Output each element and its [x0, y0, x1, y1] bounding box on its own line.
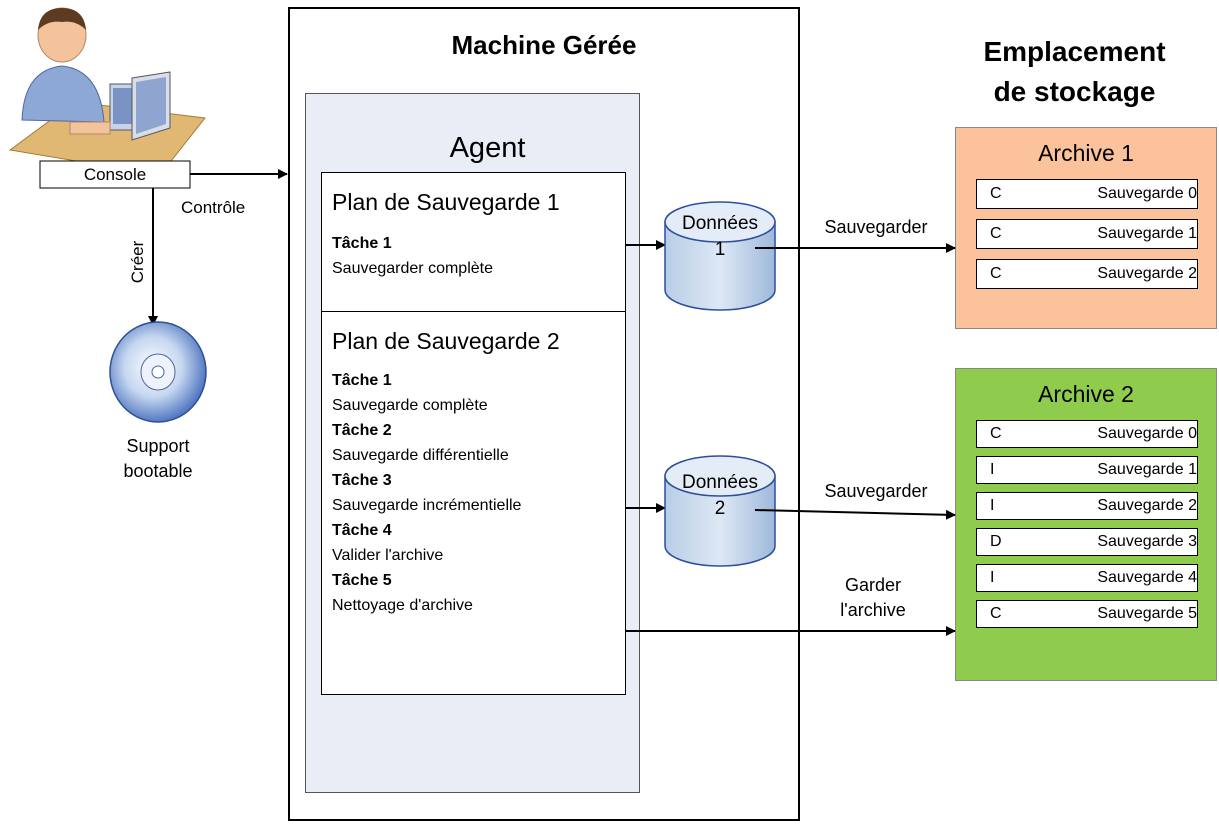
backup-type: I — [990, 497, 995, 514]
agent-label: Agent — [449, 132, 526, 164]
create-label: Créer — [128, 240, 147, 283]
data-1-line-1: Données — [682, 213, 758, 234]
console-label: Console — [84, 165, 146, 184]
archive-2-backup-5: C Sauvegarde 5 — [976, 600, 1198, 628]
plan-2-task-2-name: Tâche 2 — [332, 422, 392, 439]
backup-type: C — [990, 265, 1002, 282]
plan-2-task-4-desc: Valider l'archive — [332, 547, 444, 564]
backup-type: C — [990, 425, 1002, 442]
plan-2-task-3-name: Tâche 3 — [332, 472, 392, 489]
backup-2-arrow — [754, 509, 956, 520]
backup-type: I — [990, 461, 995, 478]
backup-2-label: Sauvegarder — [824, 481, 927, 501]
archive-2-backup-1: I Sauvegarde 1 — [976, 456, 1198, 484]
plan-2-task-1-name: Tâche 1 — [332, 372, 392, 389]
data-2-line-1: Données — [682, 472, 758, 493]
plan-1-task-1-name: Tâche 1 — [332, 235, 392, 252]
keep-archive-line-1: Garder — [845, 575, 901, 595]
storage-title-line-1: Emplacement — [983, 36, 1166, 67]
backup-name: Sauvegarde 0 — [1097, 185, 1197, 202]
storage-location-title: Emplacement de stockage — [930, 32, 1219, 112]
user-at-computer-icon — [8, 7, 206, 176]
control-label: Contrôle — [181, 198, 245, 217]
backup-type: I — [990, 569, 995, 586]
backup-plan-1-title: Plan de Sauvegarde 1 — [332, 189, 560, 215]
plan-2-task-3-desc: Sauvegarde incrémentielle — [332, 497, 522, 514]
backup-plan-1: Plan de Sauvegarde 1 Tâche 1 Sauvegarder… — [321, 172, 626, 312]
archive-1-backup-0: C Sauvegarde 0 — [976, 179, 1198, 209]
backup-name: Sauvegarde 4 — [1097, 569, 1197, 586]
backup-type: D — [990, 533, 1002, 550]
plan-2-task-2-desc: Sauvegarde différentielle — [332, 447, 509, 464]
backup-name: Sauvegarde 0 — [1097, 425, 1197, 442]
storage-title-line-2: de stockage — [993, 76, 1156, 107]
data-1-line-2: 1 — [715, 239, 726, 260]
backup-type: C — [990, 185, 1002, 202]
backup-name: Sauvegarde 5 — [1097, 605, 1197, 622]
archive-2-backup-3: D Sauvegarde 3 — [976, 528, 1198, 556]
archive-2-backup-4: I Sauvegarde 4 — [976, 564, 1198, 592]
archive-1-backup-2: C Sauvegarde 2 — [976, 259, 1198, 289]
plan-2-task-4-name: Tâche 4 — [332, 522, 392, 539]
backup-name: Sauvegarde 1 — [1097, 461, 1197, 478]
plan-2-task-5-desc: Nettoyage d'archive — [332, 597, 473, 614]
archive-2-backup-2: I Sauvegarde 2 — [976, 492, 1198, 520]
managed-machine-title: Machine Gérée — [451, 30, 637, 60]
archive-2: Archive 2 C Sauvegarde 0 I Sauvegarde 1 … — [955, 368, 1217, 681]
data-2-line-2: 2 — [715, 498, 726, 519]
backup-plan-2-title: Plan de Sauvegarde 2 — [332, 328, 560, 354]
backup-1-label: Sauvegarder — [824, 217, 927, 237]
bootable-line-2: bootable — [123, 461, 192, 481]
archive-1: Archive 1 C Sauvegarde 0 C Sauvegarde 1 … — [955, 127, 1217, 329]
plan-2-task-5-name: Tâche 5 — [332, 572, 392, 589]
backup-type: C — [990, 605, 1002, 622]
bootable-cd-icon — [109, 321, 207, 423]
bootable-line-1: Support — [126, 436, 189, 456]
data-2-cylinder-icon — [664, 455, 776, 567]
backup-name: Sauvegarde 3 — [1097, 533, 1197, 550]
plan-2-task-1-desc: Sauvegarde complète — [332, 397, 488, 414]
archive-2-title: Archive 2 — [1038, 381, 1134, 407]
plan-1-task-1-desc: Sauvegarder complète — [332, 260, 493, 277]
archive-1-backup-1: C Sauvegarde 1 — [976, 219, 1198, 249]
backup-name: Sauvegarde 2 — [1097, 265, 1197, 282]
archive-1-title: Archive 1 — [1038, 140, 1134, 166]
backup-plan-2: Plan de Sauvegarde 2 Tâche 1 Sauvegarde … — [321, 311, 626, 695]
archive-2-backup-0: C Sauvegarde 0 — [976, 420, 1198, 448]
data-1-cylinder-icon — [664, 201, 776, 311]
keep-archive-line-2: l'archive — [840, 600, 905, 620]
backup-type: C — [990, 225, 1002, 242]
backup-name: Sauvegarde 2 — [1097, 497, 1197, 514]
backup-name: Sauvegarde 1 — [1097, 225, 1197, 242]
